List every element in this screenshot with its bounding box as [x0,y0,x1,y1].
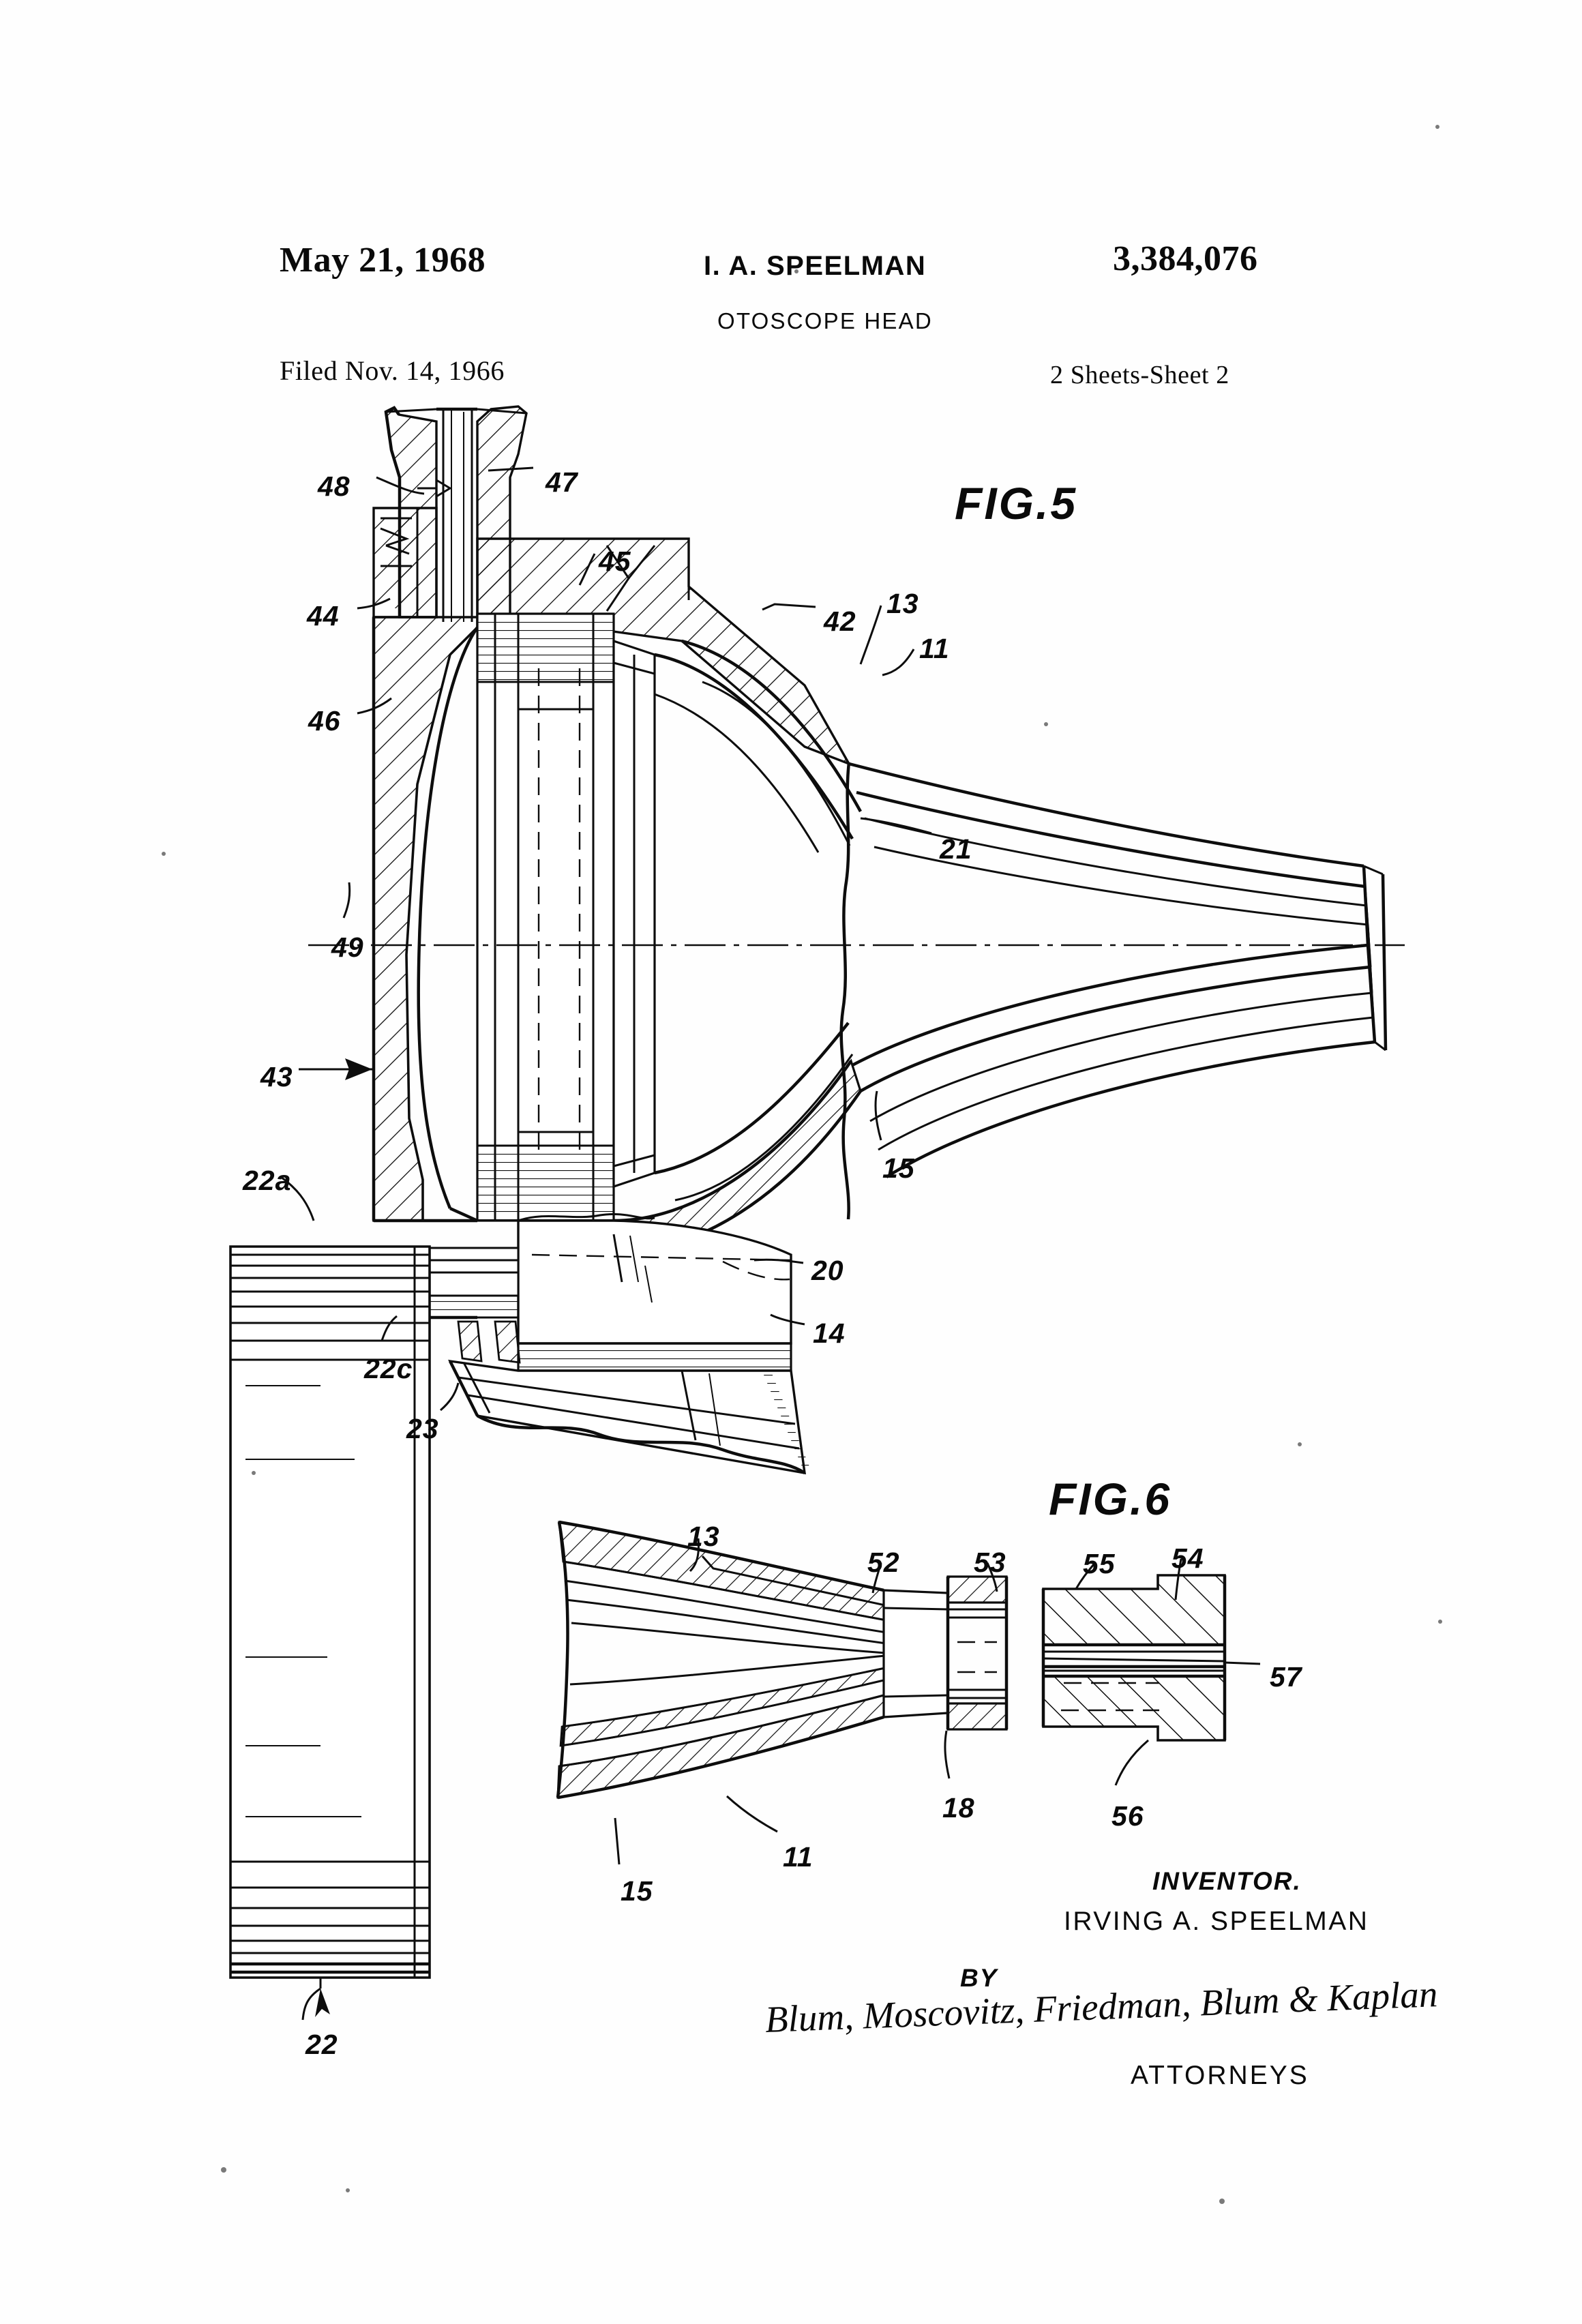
figure-5-caption: FIG.5 [955,478,1078,528]
reference-numeral-48: 48 [318,471,350,502]
filing-date: Filed Nov. 14, 1966 [280,355,505,386]
reference-numeral-57: 57 [1270,1661,1302,1693]
handle-22a [229,1245,431,1979]
reference-numeral-42: 42 [824,606,856,637]
reference-numeral-11: 11 [783,1841,814,1873]
inventor-name: IRVING A. SPEELMAN [1064,1907,1369,1936]
scan-speckles [162,125,1442,2204]
figure-6-drawing [556,1520,1261,1865]
reference-numeral-20: 20 [811,1255,844,1286]
lower-housing-20 [517,1219,792,1345]
reference-numeral-55: 55 [1083,1548,1116,1579]
reference-numeral-15: 15 [621,1875,653,1907]
reference-numeral-54: 54 [1171,1543,1204,1574]
reference-numeral-11: 11 [919,633,950,664]
reference-numeral-53: 53 [974,1547,1006,1578]
reference-numeral-49: 49 [331,932,364,963]
sleeve-lower-56 [1042,1675,1226,1742]
reference-numeral-56: 56 [1111,1800,1144,1832]
reference-numeral-14: 14 [813,1317,846,1349]
reference-numeral-43: 43 [260,1061,293,1092]
reference-numeral-13: 13 [687,1521,720,1552]
reference-numeral-46: 46 [308,705,341,736]
reference-numeral-15: 15 [882,1152,915,1184]
attorneys-label: ATTORNEYS [1131,2061,1309,2090]
patent-title: OTOSCOPE HEAD [717,308,933,333]
inventor-label: INVENTOR. [1152,1867,1302,1895]
reference-numeral-44: 44 [307,600,340,631]
reference-numeral-18: 18 [942,1792,975,1823]
sheet-number: 2 Sheets-Sheet 2 [1050,361,1229,389]
leader-lines-fig5 [280,466,932,1412]
inventor-initials: I. A. SPEELMAN [704,251,927,281]
reference-numeral-45: 45 [599,546,631,577]
reference-numeral-22: 22 [305,2029,338,2060]
reference-numeral-47: 47 [546,466,578,498]
leader-lines-fig6 [614,1538,1261,1865]
by-label: BY [960,1964,998,1992]
reference-numeral-13: 13 [886,588,919,619]
reference-numeral-21: 21 [940,833,972,865]
patent-number: 3,384,076 [1113,239,1258,278]
publication-date: May 21, 1968 [280,241,486,280]
body-outer-wall [372,616,479,1222]
nozzle-wall-left [385,406,438,619]
reference-numeral-22c: 22c [364,1353,413,1384]
reference-numeral-52: 52 [867,1547,900,1578]
handle-22-leader [301,1978,330,2021]
sleeve-upper-55-54 [1042,1574,1226,1646]
reference-numeral-23: 23 [406,1413,439,1444]
figure-6-caption: FIG.6 [1049,1474,1172,1524]
reference-numeral-22a: 22a [243,1165,292,1196]
